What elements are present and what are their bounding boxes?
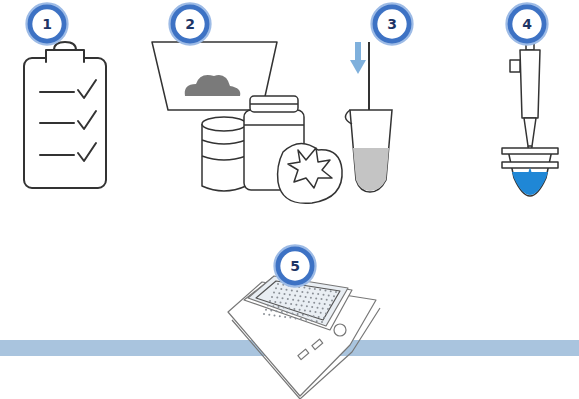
callout-circle: 2 — [168, 2, 212, 46]
callout-circle: 4 — [505, 2, 549, 46]
callout-circle: 5 — [273, 244, 317, 288]
callout-number: 3 — [370, 2, 414, 46]
callout-number: 1 — [25, 2, 69, 46]
swab-tube-icon — [345, 42, 392, 192]
callout-number: 5 — [273, 244, 317, 288]
sample-materials-icon — [152, 42, 342, 203]
well-grid — [263, 283, 337, 323]
pipette-icon — [502, 40, 558, 196]
callout-circle: 1 — [25, 2, 69, 46]
callout-number: 4 — [505, 2, 549, 46]
clipboard-icon — [24, 42, 106, 188]
plate-shaker-icon — [228, 276, 380, 399]
callout-number: 2 — [168, 2, 212, 46]
callout-circle: 3 — [370, 2, 414, 46]
